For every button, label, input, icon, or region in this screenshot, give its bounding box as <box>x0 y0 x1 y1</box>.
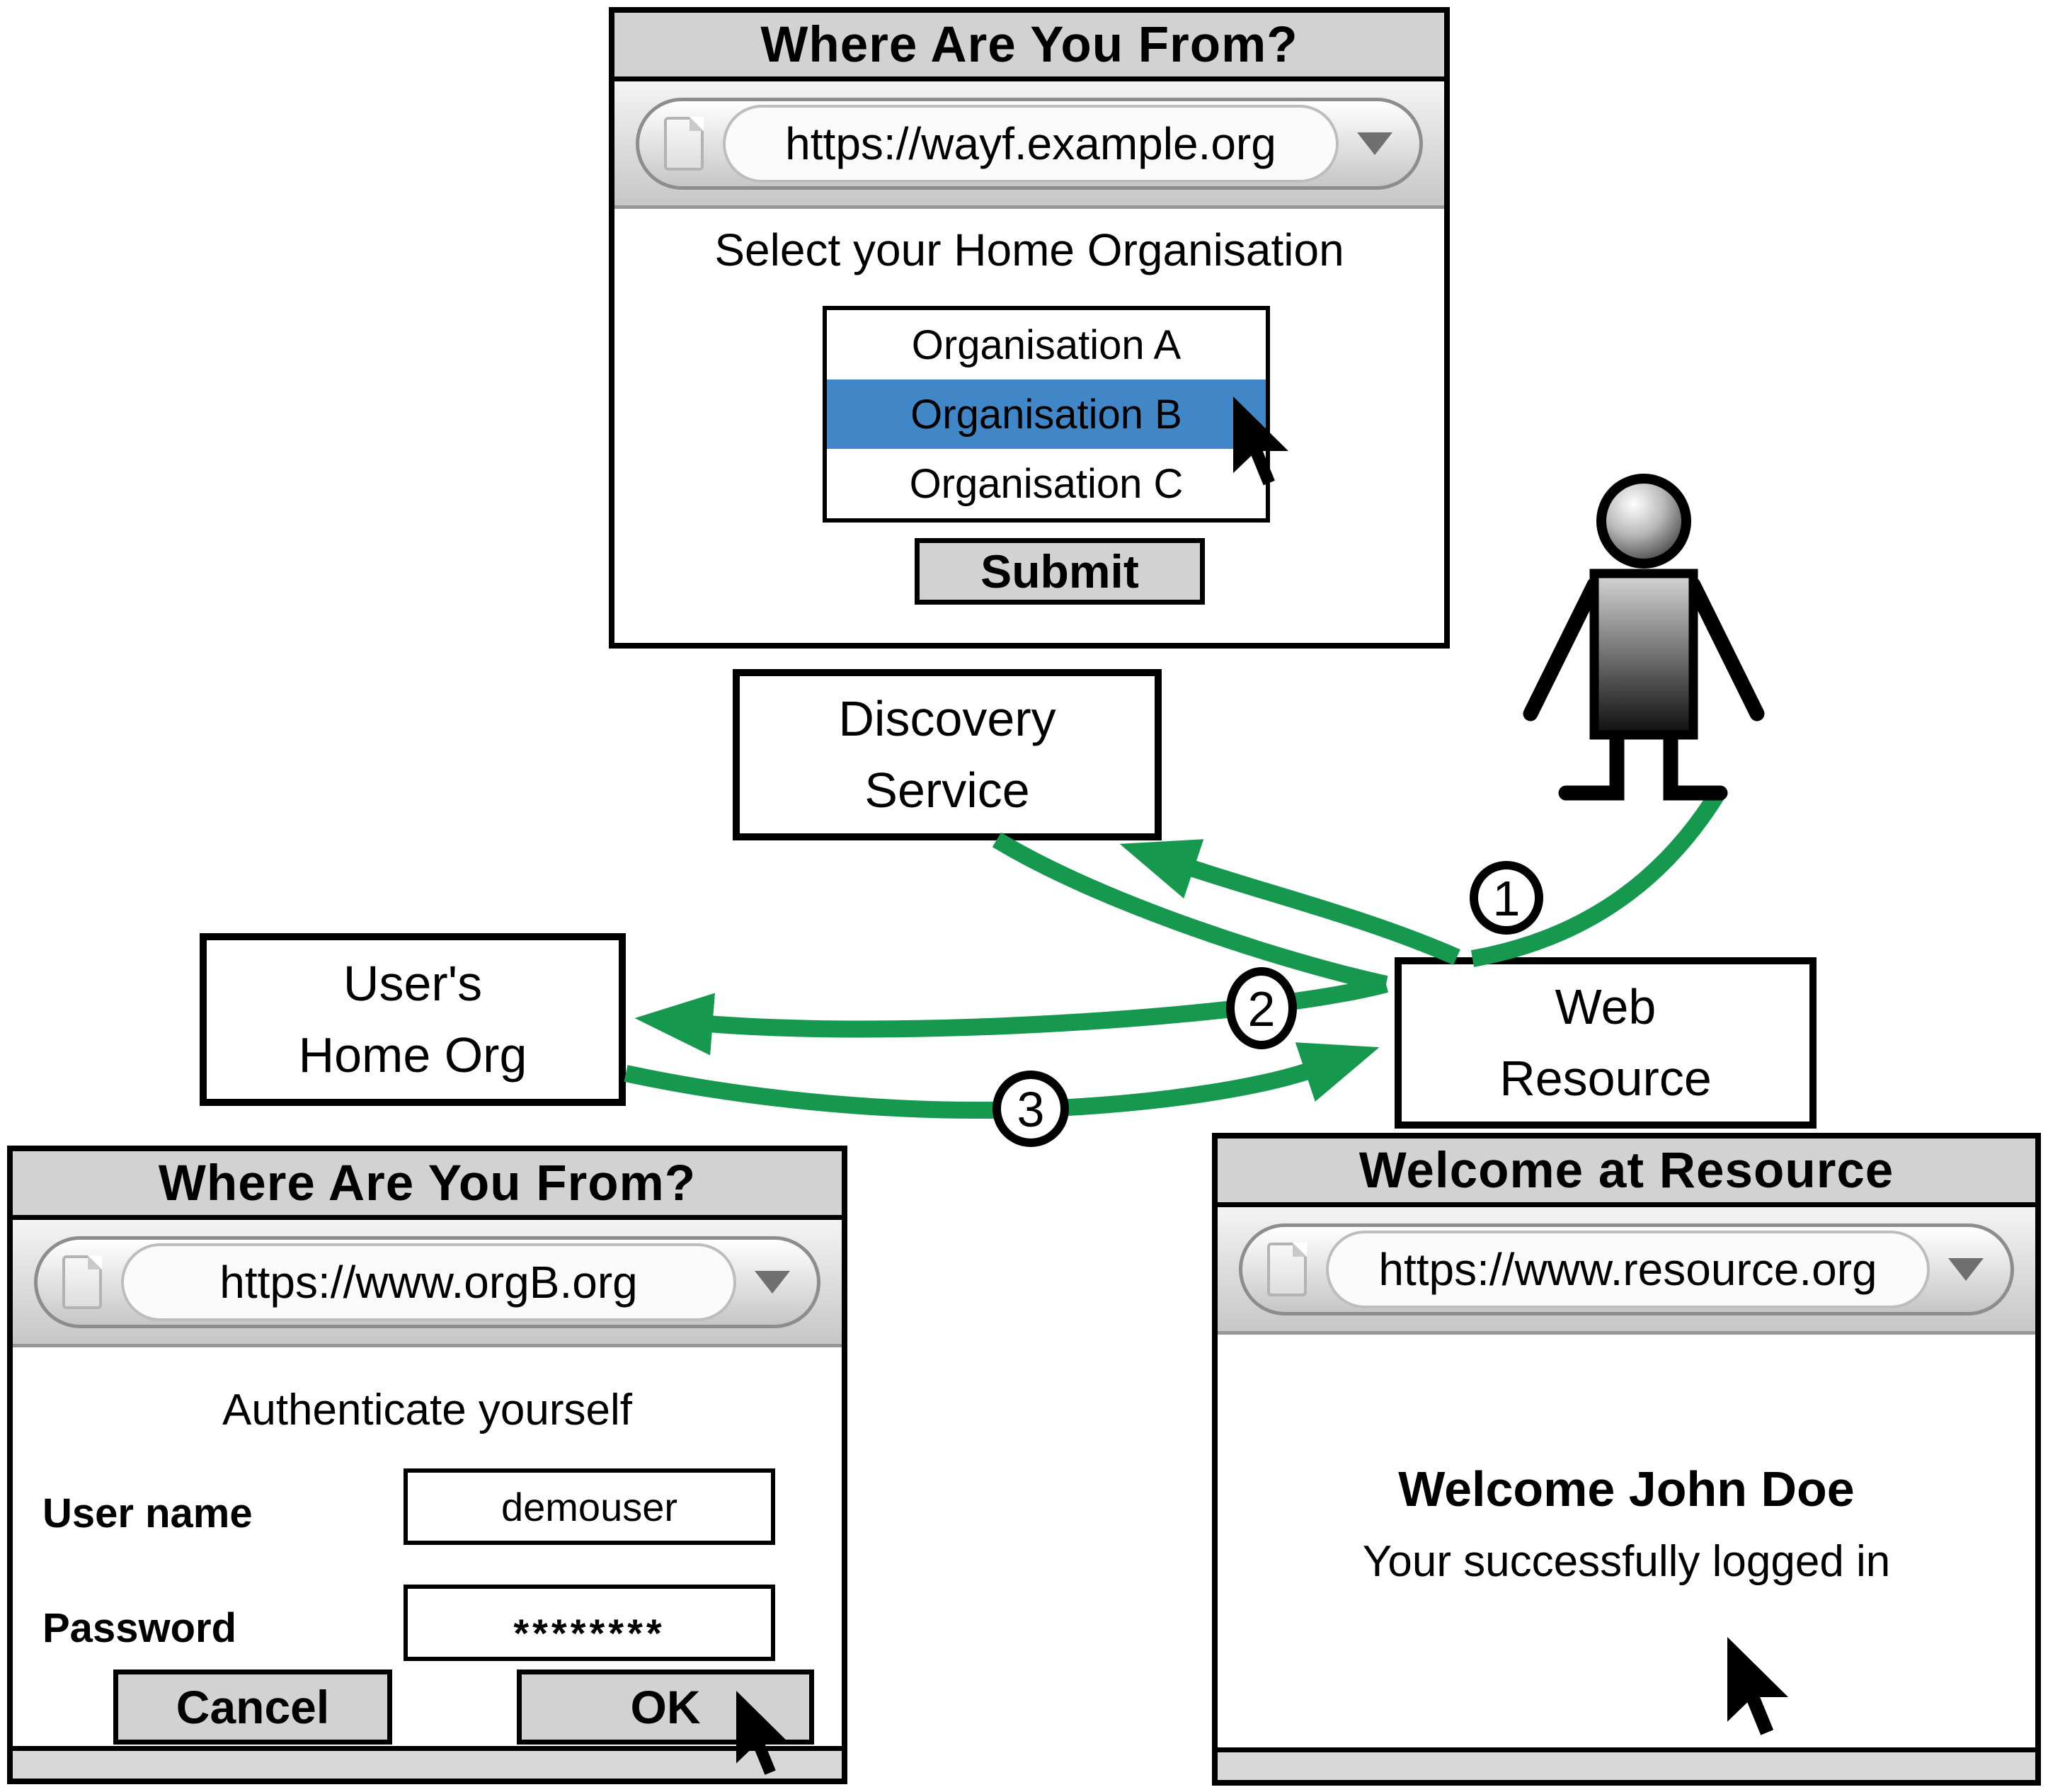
login-url-text: https://www.orgB.org <box>219 1256 638 1308</box>
welcome-heading: Welcome John Doe <box>1398 1461 1855 1517</box>
welcome-url-toolbar: https://www.resource.org <box>1218 1207 2035 1335</box>
welcome-message: Your successfully logged in <box>1362 1537 1891 1586</box>
organisation-option-a[interactable]: Organisation A <box>911 321 1182 368</box>
login-url-input[interactable]: https://www.orgB.org <box>121 1243 736 1321</box>
user-person-icon <box>1523 474 1765 801</box>
page-document-icon <box>62 1255 102 1309</box>
step-2-badge <box>1226 967 1297 1049</box>
step-1-badge <box>1470 861 1543 935</box>
login-url-toolbar: https://www.orgB.org <box>13 1220 842 1347</box>
wayf-url-text: https://wayf.example.org <box>785 118 1276 169</box>
step-1-label: 1 <box>1493 871 1521 926</box>
step-2-label: 2 <box>1248 981 1276 1037</box>
welcome-window-titlebar: Welcome at Resource <box>1218 1138 2035 1207</box>
page-document-icon <box>664 116 704 171</box>
wayf-url-pill[interactable]: https://wayf.example.org <box>636 97 1423 190</box>
dropdown-triangle-icon[interactable] <box>755 1270 790 1294</box>
page-document-icon <box>1267 1242 1307 1296</box>
welcome-url-text: https://www.resource.org <box>1378 1243 1877 1295</box>
step-3-badge <box>992 1071 1069 1147</box>
login-window-titlebar: Where Are You From? <box>13 1151 842 1220</box>
login-window-statusbar <box>13 1746 842 1779</box>
dropdown-triangle-icon[interactable] <box>1948 1257 1984 1281</box>
organisation-option-b-selected[interactable]: Organisation B <box>827 379 1266 449</box>
step-3-label: 3 <box>1017 1082 1045 1137</box>
password-label: Password <box>42 1605 236 1651</box>
wayf-prompt: Select your Home Organisation <box>714 224 1344 275</box>
dropdown-triangle-icon[interactable] <box>1357 132 1392 155</box>
arrow-discovery-to-corner <box>992 832 1388 993</box>
cancel-button[interactable]: Cancel <box>113 1670 392 1745</box>
welcome-url-input[interactable]: https://www.resource.org <box>1326 1230 1930 1308</box>
submit-button[interactable]: Submit <box>915 538 1205 605</box>
welcome-window-title: Welcome at Resource <box>1358 1142 1894 1199</box>
web-resource-node: Web Resource <box>1395 957 1817 1129</box>
discovery-service-node: Discovery Service <box>733 669 1162 840</box>
wayf-url-input[interactable]: https://wayf.example.org <box>723 104 1339 183</box>
arrow-corner-to-homeorg <box>634 976 1389 1056</box>
wayf-window-titlebar: Where Are You From? <box>614 13 1444 81</box>
wayf-url-toolbar: https://wayf.example.org <box>614 81 1444 209</box>
wayf-window: Where Are You From? https://wayf.example… <box>609 7 1450 649</box>
welcome-window-statusbar <box>1218 1747 2035 1780</box>
login-url-pill[interactable]: https://www.orgB.org <box>34 1235 820 1328</box>
wayf-window-title: Where Are You From? <box>760 16 1298 73</box>
login-window: Where Are You From? https://www.orgB.org… <box>7 1146 847 1784</box>
arrow-user-to-resource <box>1470 787 1727 967</box>
username-field[interactable]: demouser <box>404 1468 775 1545</box>
welcome-window: Welcome at Resource https://www.resource… <box>1212 1133 2041 1786</box>
users-home-org-node: User's Home Org <box>200 933 626 1106</box>
arrow-homeorg-to-resource <box>624 1042 1380 1119</box>
password-field[interactable]: ******** <box>404 1585 775 1661</box>
organisation-listbox[interactable]: Organisation A Organisation B Organisati… <box>823 306 1270 523</box>
login-prompt: Authenticate yourself <box>222 1386 632 1434</box>
organisation-option-c[interactable]: Organisation C <box>909 460 1184 507</box>
login-window-title: Where Are You From? <box>158 1155 697 1211</box>
username-label: User name <box>42 1490 253 1536</box>
ok-button[interactable]: OK <box>517 1670 814 1745</box>
arrow-resource-to-discovery <box>1119 839 1460 965</box>
welcome-url-pill[interactable]: https://www.resource.org <box>1239 1223 2014 1316</box>
